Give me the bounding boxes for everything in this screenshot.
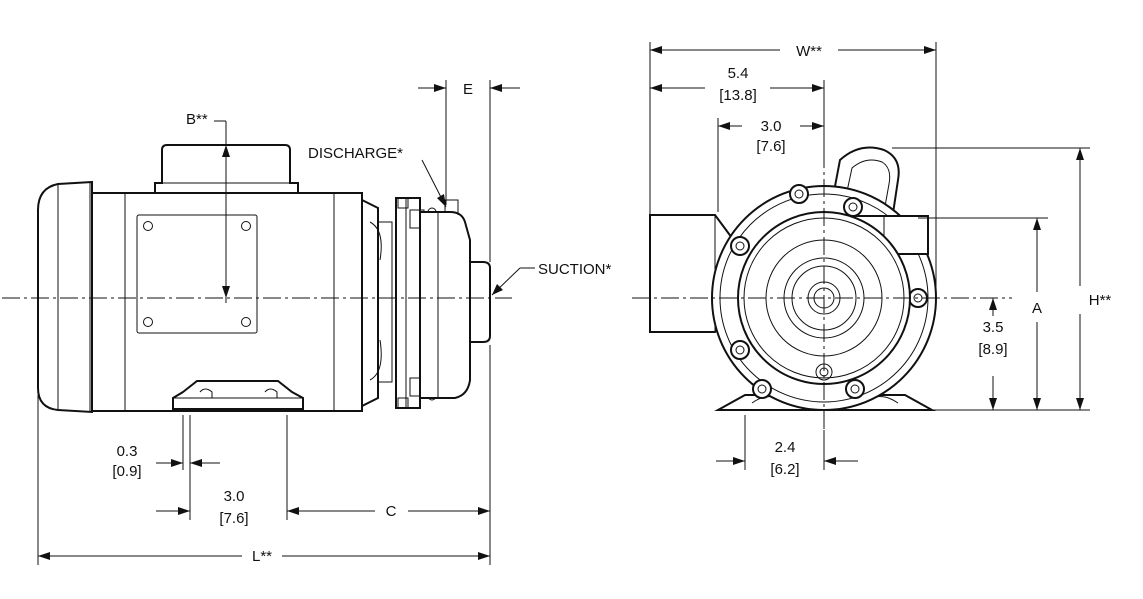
dim-l-label: L** [252,548,272,565]
nameplate [136,214,258,334]
dim-6-2-mm-label: [6.2] [770,461,799,478]
screw-icon [241,221,251,231]
suction-label: SUCTION* [538,261,612,278]
dim-e-label: E [463,81,473,98]
dim-0-3-label: 0.3 [117,443,138,460]
dim-5-4-label: 5.4 [728,65,749,82]
dim-3-0-end-label: 3.0 [761,118,782,135]
housing-bolts [730,184,928,399]
motor-end-cap [37,180,93,414]
dim-c-label: C [386,503,397,520]
dim-a-label: A [1032,300,1042,317]
motor-foot [172,380,304,410]
discharge-label: DISCHARGE* [308,145,403,162]
motor-body [91,192,363,412]
pump-flange [395,197,421,409]
dim-13-8-mm-label: [13.8] [719,87,757,104]
dim-h-label: H** [1089,292,1112,309]
dim-7-6-mm-end-label: [7.6] [756,138,785,155]
dim-2-4-label: 2.4 [775,439,796,456]
dim-3-5-label: 3.5 [983,319,1004,336]
dim-w-label: W** [796,43,822,60]
dim-0-9-mm-label: [0.9] [112,463,141,480]
pump-volute [419,211,471,399]
dim-3-0-label: 3.0 [224,488,245,505]
pump-adapter [361,198,379,408]
screw-icon [143,221,153,231]
end-view-dimensions: W** 5.4 [13.8] 3.0 [7.6] A H** [649,42,1112,478]
dim-7-6-mm-label: [7.6] [219,510,248,527]
dim-8-9-mm-label: [8.9] [978,341,1007,358]
side-view [2,140,512,414]
side-view-dimensions: E B** DISCHARGE* SUCTION* 0.3 [0.9] 3.0 … [37,80,612,565]
end-view [632,146,1012,430]
suction-nozzle [469,261,491,343]
screw-icon [143,317,153,327]
screw-icon [241,317,251,327]
dim-b-label: B** [186,111,208,128]
